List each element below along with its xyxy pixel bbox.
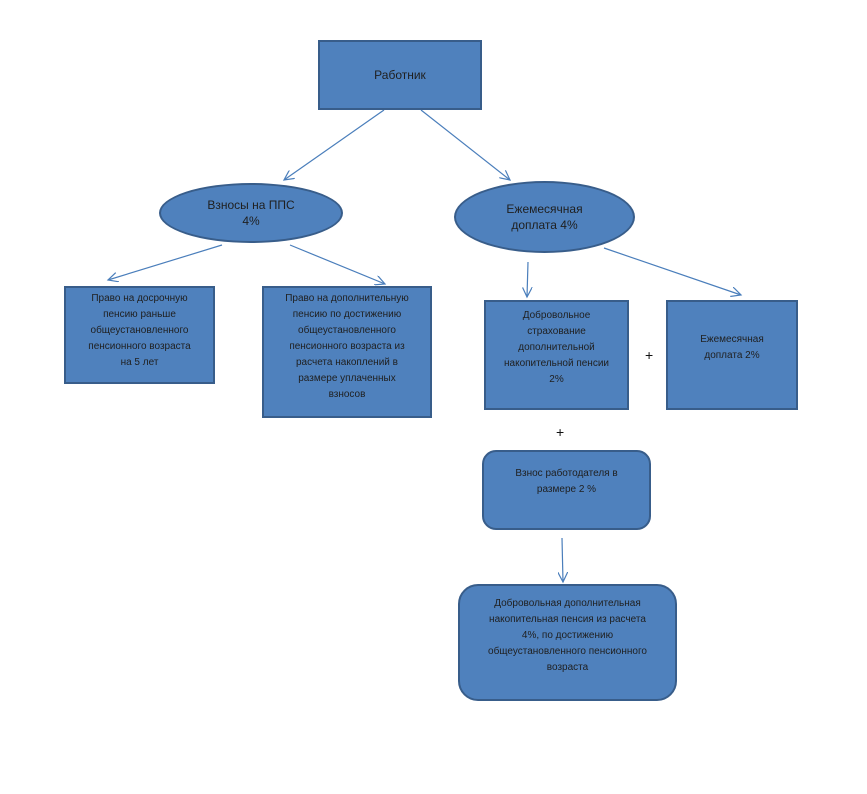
- arrow-supplement-to-insurance: [527, 261, 528, 297]
- employer-contribution-box: Взнос работодателя в размере 2 %: [482, 450, 651, 530]
- arrow-contrib-to-additional: [289, 244, 385, 284]
- early-pension-box: Право на досрочную пенсию раньше общеуст…: [64, 286, 215, 384]
- additional-pension-box: Право на дополнительную пенсию по достиж…: [262, 286, 432, 418]
- monthly-supplement-label: Ежемесячная доплата 4%: [506, 202, 583, 232]
- plus-sign-below: +: [556, 424, 565, 440]
- voluntary-pension-box: Добровольная дополнительная накопительна…: [458, 584, 677, 701]
- arrow-supplement-to-supplement2: [603, 247, 741, 295]
- voluntary-insurance-box: Добровольное страхование дополнительной …: [484, 300, 629, 410]
- arrow-worker-to-contrib: [284, 109, 385, 180]
- worker-box: Работник: [318, 40, 482, 110]
- early-pension-label: Право на досрочную пенсию раньше общеуст…: [88, 293, 191, 368]
- employer-contribution-label: Взнос работодателя в размере 2 %: [515, 468, 618, 495]
- worker-label: Работник: [374, 68, 426, 82]
- additional-pension-label: Право на дополнительную пенсию по достиж…: [285, 293, 409, 400]
- monthly-supplement-2-box: Ежемесячная доплата 2%: [666, 300, 798, 410]
- voluntary-insurance-label: Добровольное страхование дополнительной …: [504, 310, 609, 385]
- contributions-pps-label: Взносы на ППС 4%: [207, 198, 295, 228]
- monthly-supplement-ellipse: Ежемесячная доплата 4%: [454, 181, 635, 253]
- plus-sign-right: +: [645, 347, 654, 363]
- arrow-contrib-to-early: [108, 244, 223, 280]
- voluntary-pension-label: Добровольная дополнительная накопительна…: [488, 598, 647, 673]
- arrow-worker-to-supplement: [420, 109, 510, 180]
- arrow-employer-to-pension: [562, 537, 563, 582]
- monthly-supplement-2-label: Ежемесячная доплата 2%: [700, 334, 764, 361]
- contributions-pps-ellipse: Взносы на ППС 4%: [159, 183, 343, 243]
